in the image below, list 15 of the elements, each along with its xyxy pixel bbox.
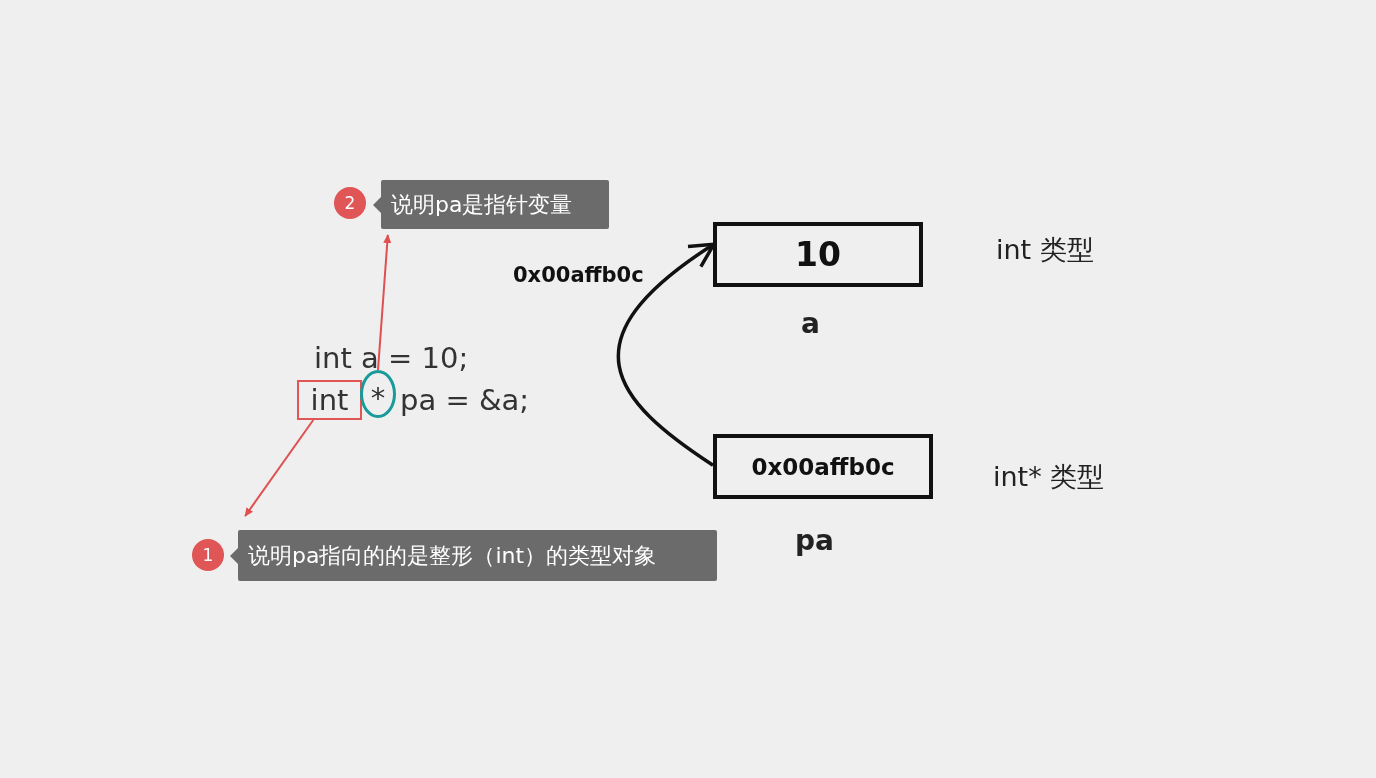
callout-box: 说明pa指向的的是整形（int）的类型对象 bbox=[238, 530, 717, 581]
type-label: int* 类型 bbox=[993, 460, 1105, 494]
callout-number: 2 bbox=[334, 187, 366, 219]
arrow bbox=[244, 419, 315, 517]
highlight-box: int bbox=[297, 380, 362, 420]
memory-cell: 10 bbox=[713, 222, 923, 287]
highlight-ellipse: * bbox=[360, 370, 396, 418]
callout-box: 说明pa是指针变量 bbox=[381, 180, 609, 229]
variable-name: a bbox=[801, 307, 820, 340]
code-text: pa = &a; bbox=[400, 382, 530, 419]
callout-number: 1 bbox=[192, 539, 224, 571]
arrow bbox=[377, 234, 392, 371]
variable-name: pa bbox=[795, 524, 834, 557]
memory-cell: 0x00affb0c bbox=[713, 434, 933, 499]
type-label: int 类型 bbox=[996, 233, 1094, 267]
